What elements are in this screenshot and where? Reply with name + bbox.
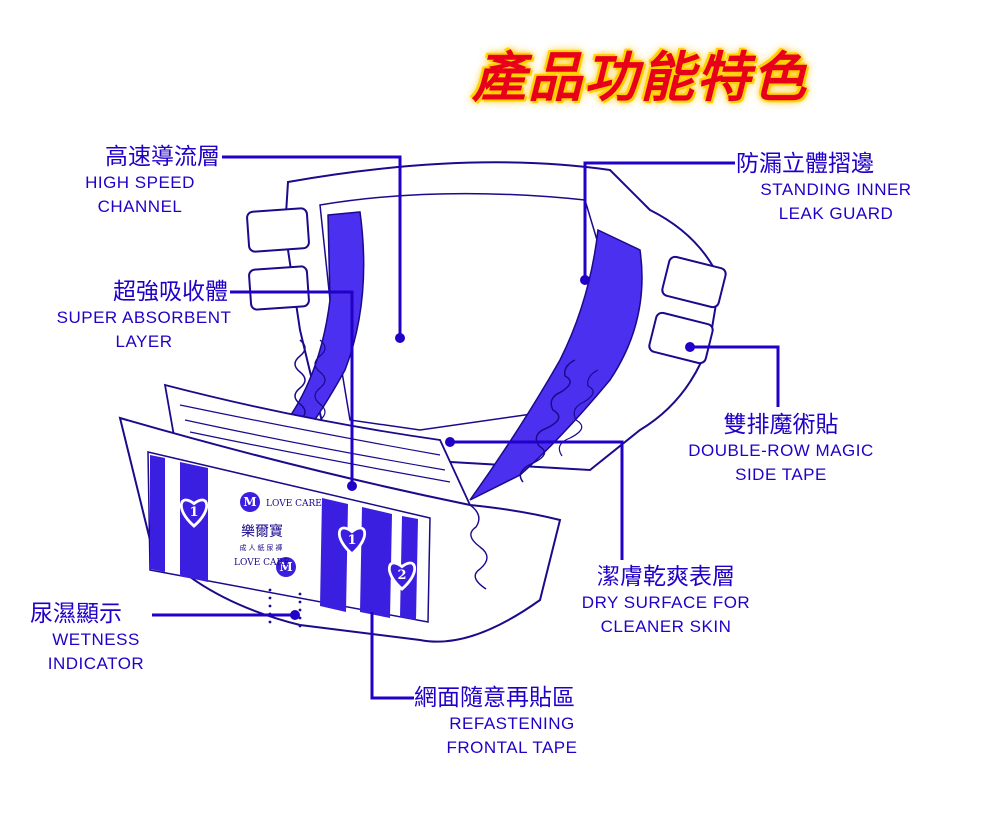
callout-zh: 潔膚乾爽表層 xyxy=(597,564,735,590)
leak-guard-band xyxy=(469,228,643,501)
heart-print-3: 2 xyxy=(388,561,416,591)
callout-en-line1: HIGH SPEED xyxy=(85,173,195,192)
callout-en-line2: CHANNEL xyxy=(97,197,183,216)
callout-en-line1: WETNESS xyxy=(52,630,140,649)
callout-en-line1: DOUBLE-ROW MAGIC xyxy=(688,441,874,460)
callout-wetness-indicator: 尿濕顯示 WETNESS INDICATOR xyxy=(30,600,162,676)
frontal-tape-area xyxy=(147,451,431,623)
callout-super-absorbent-layer: 超強吸收體 SUPER ABSORBENT LAYER xyxy=(30,278,258,354)
callout-en-line2: CLEANER SKIN xyxy=(600,617,732,636)
svg-text:1: 1 xyxy=(189,505,198,520)
callout-en-line1: REFASTENING xyxy=(449,714,575,733)
callout-en-line1: SUPER ABSORBENT xyxy=(56,308,232,327)
callout-en-line2: INDICATOR xyxy=(47,654,145,673)
leader-super-absorbent-layer xyxy=(230,290,354,484)
callout-zh: 雙排魔術貼 xyxy=(723,412,839,438)
callout-en-line2: LAYER xyxy=(115,332,173,351)
side-tape-tab-1 xyxy=(661,255,727,309)
svg-text:M: M xyxy=(279,560,292,574)
svg-text:2: 2 xyxy=(397,568,406,583)
callout-en-line2: SIDE TAPE xyxy=(735,465,827,484)
svg-text:1: 1 xyxy=(347,533,356,548)
leader-side-tape xyxy=(692,345,780,407)
callout-high-speed-channel: 高速導流層 HIGH SPEED CHANNEL xyxy=(60,143,220,219)
leader-leak-guard xyxy=(583,161,735,278)
leg-elastic-right xyxy=(519,359,576,483)
side-tape-tab-2 xyxy=(648,311,714,365)
heart-print-1: 1 xyxy=(180,498,208,528)
leader-lines xyxy=(152,155,780,700)
callout-zh: 超強吸收體 xyxy=(113,279,228,305)
page-title: 產品功能特色 xyxy=(472,46,808,109)
callout-refastening-frontal-tape: 網面隨意再貼區 REFASTENING FRONTAL TAPE xyxy=(414,684,610,760)
callout-en-line2: FRONTAL TAPE xyxy=(446,738,578,757)
front-leg-elastic xyxy=(469,504,488,590)
svg-text:LOVE CARE: LOVE CARE xyxy=(234,558,290,568)
svg-text:M: M xyxy=(243,495,256,509)
callout-en-line1: STANDING INNER xyxy=(760,180,912,199)
leader-dots xyxy=(290,275,695,620)
leader-refastening-tape xyxy=(370,612,414,700)
callout-standing-inner-leak-guard: 防漏立體摺邊 STANDING INNER LEAK GUARD xyxy=(736,150,936,226)
heart-print-2: 1 xyxy=(338,526,366,556)
callout-en-line2: LEAK GUARD xyxy=(778,204,894,223)
brand-logo-top: M LOVE CARE xyxy=(240,492,322,512)
product-name-print: 樂爾寶 xyxy=(241,523,283,540)
callout-zh: 尿濕顯示 xyxy=(30,601,122,627)
back-tab-left-1 xyxy=(246,207,310,253)
callout-double-row-magic-side-tape: 雙排魔術貼 DOUBLE-ROW MAGIC SIDE TAPE xyxy=(658,411,904,487)
callout-zh: 防漏立體摺邊 xyxy=(736,151,874,177)
callout-dry-surface: 潔膚乾爽表層 DRY SURFACE FOR CLEANER SKIN xyxy=(556,563,776,639)
leader-high-speed-channel xyxy=(222,155,402,336)
callout-zh: 高速導流層 xyxy=(105,144,220,170)
back-tab-left-2 xyxy=(248,265,310,311)
brand-logo-bottom: M LOVE CARE xyxy=(234,557,296,577)
leader-dry-surface xyxy=(450,440,624,560)
product-sub-print: 成人紙尿褲 xyxy=(240,543,285,552)
callout-zh: 網面隨意再貼區 xyxy=(414,685,575,711)
callout-en-line1: DRY SURFACE FOR xyxy=(581,593,751,612)
svg-text:LOVE CARE: LOVE CARE xyxy=(266,499,322,509)
